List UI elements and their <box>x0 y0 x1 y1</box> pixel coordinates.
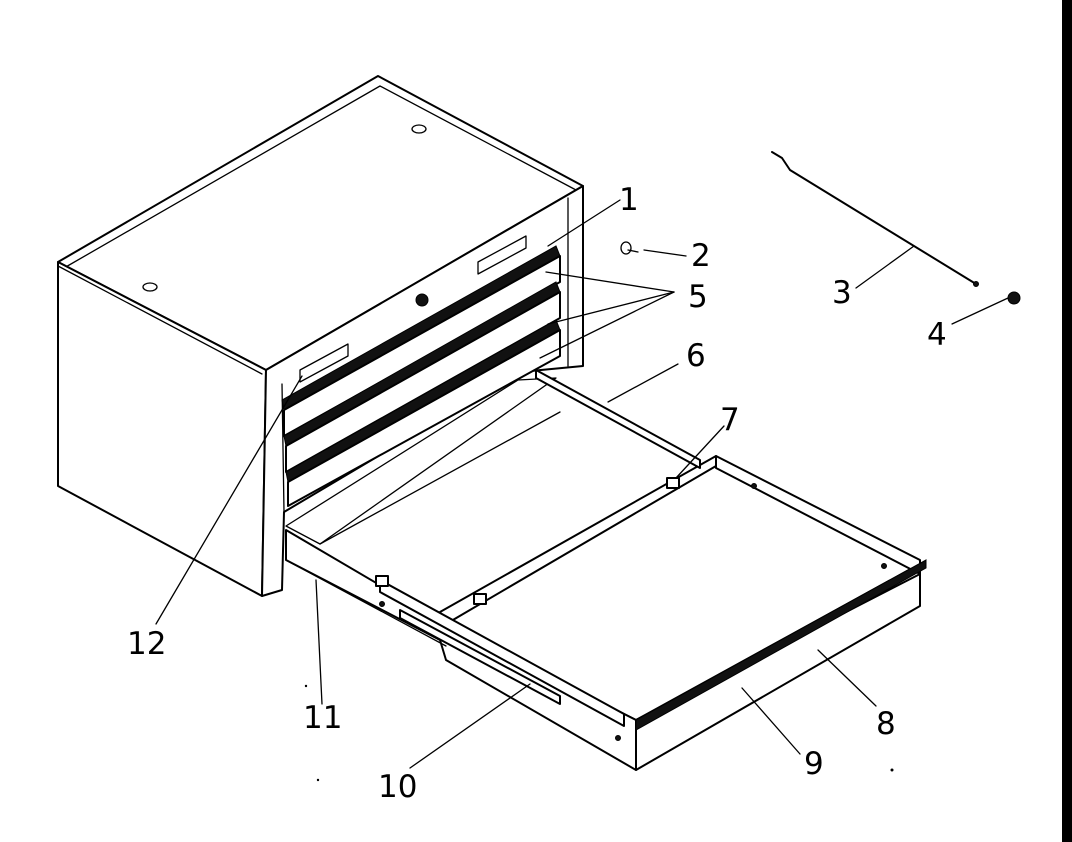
drawer-handle-trim <box>635 559 927 731</box>
callouts: 1 2 3 4 5 6 7 8 9 10 11 12 <box>127 182 947 805</box>
callout-5: 5 <box>688 279 708 315</box>
rail-screw <box>881 563 887 569</box>
rail-clip <box>666 477 680 489</box>
open-drawer <box>285 369 927 771</box>
handle-recess <box>477 235 527 275</box>
rail-screw <box>615 735 621 741</box>
callout-11: 11 <box>303 700 342 736</box>
lid-slot-hole <box>411 124 427 134</box>
callout-7: 7 <box>720 402 740 438</box>
lock-icon <box>415 293 429 307</box>
callout-10: 10 <box>378 769 417 805</box>
key-part <box>620 241 639 255</box>
drawer-fronts <box>281 245 561 507</box>
callout-8: 8 <box>876 706 896 742</box>
callout-1: 1 <box>619 182 639 218</box>
tool-chest-cabinet <box>57 75 584 597</box>
knob-part <box>1007 291 1021 305</box>
rail-screw <box>751 483 757 489</box>
handle-recess <box>299 343 349 383</box>
callout-4: 4 <box>927 317 947 353</box>
slide-rail <box>399 609 561 705</box>
rail-clip <box>375 575 389 587</box>
scan-border <box>1062 0 1072 842</box>
lid-slot-hole <box>142 282 158 292</box>
slide-rail <box>535 369 701 469</box>
callout-12: 12 <box>127 626 166 662</box>
slide-rail <box>379 579 625 727</box>
rail-screw <box>379 601 385 607</box>
callout-6: 6 <box>686 338 706 374</box>
callout-9: 9 <box>804 746 824 782</box>
lock-rod-part <box>771 151 979 287</box>
callout-3: 3 <box>832 275 852 311</box>
callout-2: 2 <box>691 238 711 274</box>
rail-clip <box>473 593 487 605</box>
leader-lines <box>155 199 1009 769</box>
